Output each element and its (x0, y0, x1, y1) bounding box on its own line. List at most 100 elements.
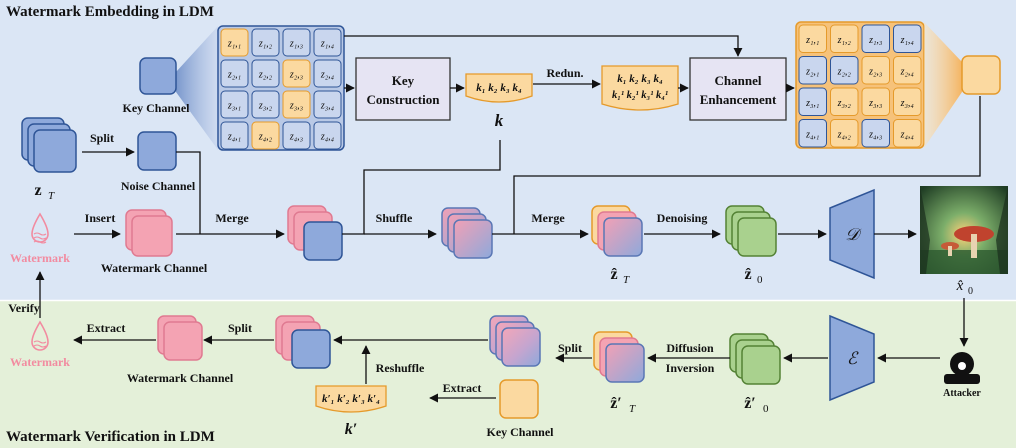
key-construction-label-1: Key (392, 73, 415, 88)
shuffle-label: Shuffle (376, 211, 413, 225)
latent-grid-right-cell-label: z₃,₃ (868, 98, 883, 109)
latent-grid-right-cell-label: z₁,₂ (837, 35, 852, 46)
latent-grid-left-cell (282, 28, 311, 57)
noise-channel-label: Noise Channel (121, 179, 196, 193)
zhatT-symbol: ẑ (610, 266, 617, 283)
latent-grid-left-cell-label: z₄,₄ (320, 132, 335, 143)
latent-grid-left-cell-label: z₂,₄ (320, 70, 335, 81)
latent-grid-left-cell-label: z₃,₁ (227, 101, 241, 112)
latent-grid-left-cell-label: z₁,₁ (227, 39, 241, 50)
latent-grid-right-cell (798, 87, 827, 116)
latent-grid-left-cell (220, 121, 249, 150)
zT-subscript: T (48, 190, 55, 202)
inversion-label: Inversion (666, 361, 715, 375)
shuffled-channels-stack (441, 207, 493, 259)
latent-grid-right-cell-label: z₄,₄ (900, 129, 915, 140)
key-document (465, 73, 533, 103)
zhat0-stack (725, 205, 777, 257)
key-construction-label-2: Construction (367, 92, 441, 107)
zhat-prime-T-symbol: ẑ′ (610, 395, 622, 412)
embedding-section-title: Watermark Embedding in LDM (6, 4, 214, 20)
latent-grid-left-cell (251, 90, 280, 119)
latent-grid-left-cell-label: z₂,₃ (289, 70, 304, 81)
reshuffled-channels-stack (275, 315, 331, 369)
latent-zT-stack (21, 117, 77, 173)
latent-grid-right-cell-label: z₄,₂ (837, 129, 852, 140)
zhat-prime-T-stack (593, 331, 645, 383)
split-inverted-stack (489, 315, 541, 367)
watermark-channel-bottom-label: Watermark Channel (127, 371, 234, 385)
latent-grid-right-cell-label: z₄,₃ (868, 129, 883, 140)
key-channel-label: Key Channel (122, 101, 190, 115)
latent-grid-left-cell-label: z₃,₃ (289, 101, 304, 112)
watermark-icon-bottom (31, 320, 49, 351)
key-channel-bottom-label: Key Channel (486, 425, 554, 439)
latent-grid-right-cell (861, 56, 890, 85)
latent-grid-right-cell-label: z₃,₄ (900, 98, 915, 109)
merge-label-2: Merge (531, 211, 565, 225)
latent-grid-right-cell-label: z₁,₁ (805, 35, 819, 46)
verify-label: Verify (8, 301, 40, 315)
latent-grid-right-cell (830, 87, 859, 116)
latent-grid-left-cell-label: z₂,₁ (227, 70, 241, 81)
zhat-prime-0-subscript: 0 (763, 403, 769, 415)
watermark-label-bottom: Watermark (10, 355, 70, 369)
latent-grid-right-cell (798, 119, 827, 148)
decoder-symbol: 𝒟 (845, 225, 862, 244)
latent-grid-right-cell (861, 119, 890, 148)
latent-grid-right-cell (798, 56, 827, 85)
noise-channel-block (137, 131, 177, 171)
key-symbol: k (495, 111, 504, 130)
latent-grid-right-cell (893, 56, 922, 85)
merge-label-1: Merge (215, 211, 249, 225)
latent-grid-right-cell (861, 87, 890, 116)
latent-grid-right-cell (830, 24, 859, 53)
key-sequence: k₁ k₂ k₃ k₄ (476, 82, 522, 94)
key-channel-block (139, 57, 177, 95)
redundant-key-document (601, 65, 679, 111)
latent-grid-left-cell (220, 90, 249, 119)
generated-image (920, 186, 1008, 274)
latent-grid-right-cell (861, 24, 890, 53)
key-prime-symbol: k′ (345, 421, 358, 438)
latent-grid-right-cell-label: z₁,₄ (900, 35, 915, 46)
attacker-label: Attacker (943, 388, 981, 399)
diffusion-label: Diffusion (666, 341, 714, 355)
key-construction-box (355, 57, 451, 121)
zhatT-stack (591, 205, 643, 257)
channel-enhancement-label-2: Enhancement (700, 92, 777, 107)
latent-grid-left-cell-label: z₁,₂ (258, 39, 273, 50)
redundancy-label: Redun. (546, 66, 583, 80)
latent-grid-left-cell-label: z₁,₃ (289, 39, 304, 50)
latent-grid-right-cell (893, 87, 922, 116)
latent-grid-right-cell-label: z₂,₃ (868, 66, 883, 77)
decoder-block (829, 188, 875, 280)
zhat-prime-0-stack (729, 333, 781, 385)
latent-grid-left-cell (282, 121, 311, 150)
split-label-bottom-2: Split (228, 321, 252, 335)
extract-label-watermark: Extract (87, 321, 126, 335)
latent-grid-left-cell-label: z₃,₄ (320, 101, 335, 112)
watermark-channel-bottom-stack (157, 315, 203, 361)
latent-grid-right-cell (830, 119, 859, 148)
split-label-bottom: Split (558, 341, 582, 355)
xhat0-symbol: x̂ (956, 278, 964, 294)
latent-grid-right-cell (798, 24, 827, 53)
latent-grid-right-cell-label: z₃,₁ (805, 98, 819, 109)
latent-grid-right-cell-label: z₁,₃ (868, 35, 883, 46)
merged-channels-stack (287, 205, 343, 261)
latent-grid-left-cell (251, 121, 280, 150)
latent-grid-right-cell-label: z₂,₄ (900, 66, 915, 77)
channel-enhancement-label-1: Channel (715, 73, 762, 88)
insert-label: Insert (85, 211, 116, 225)
encoder-block (829, 314, 875, 402)
denoising-label: Denoising (657, 211, 708, 225)
latent-grid-right-cell (893, 119, 922, 148)
key-prime-sequence: k′₁ k′₂ k′₃ k′₄ (322, 393, 380, 405)
latent-grid-right-cell-label: z₂,₂ (837, 66, 852, 77)
latent-grid-left-cell-label: z₂,₂ (258, 70, 273, 81)
key-prime-document (315, 385, 387, 413)
verification-section-title: Watermark Verification in LDM (6, 429, 215, 445)
latent-grid-left-cell (282, 59, 311, 88)
reshuffle-label: Reshuffle (376, 361, 425, 375)
